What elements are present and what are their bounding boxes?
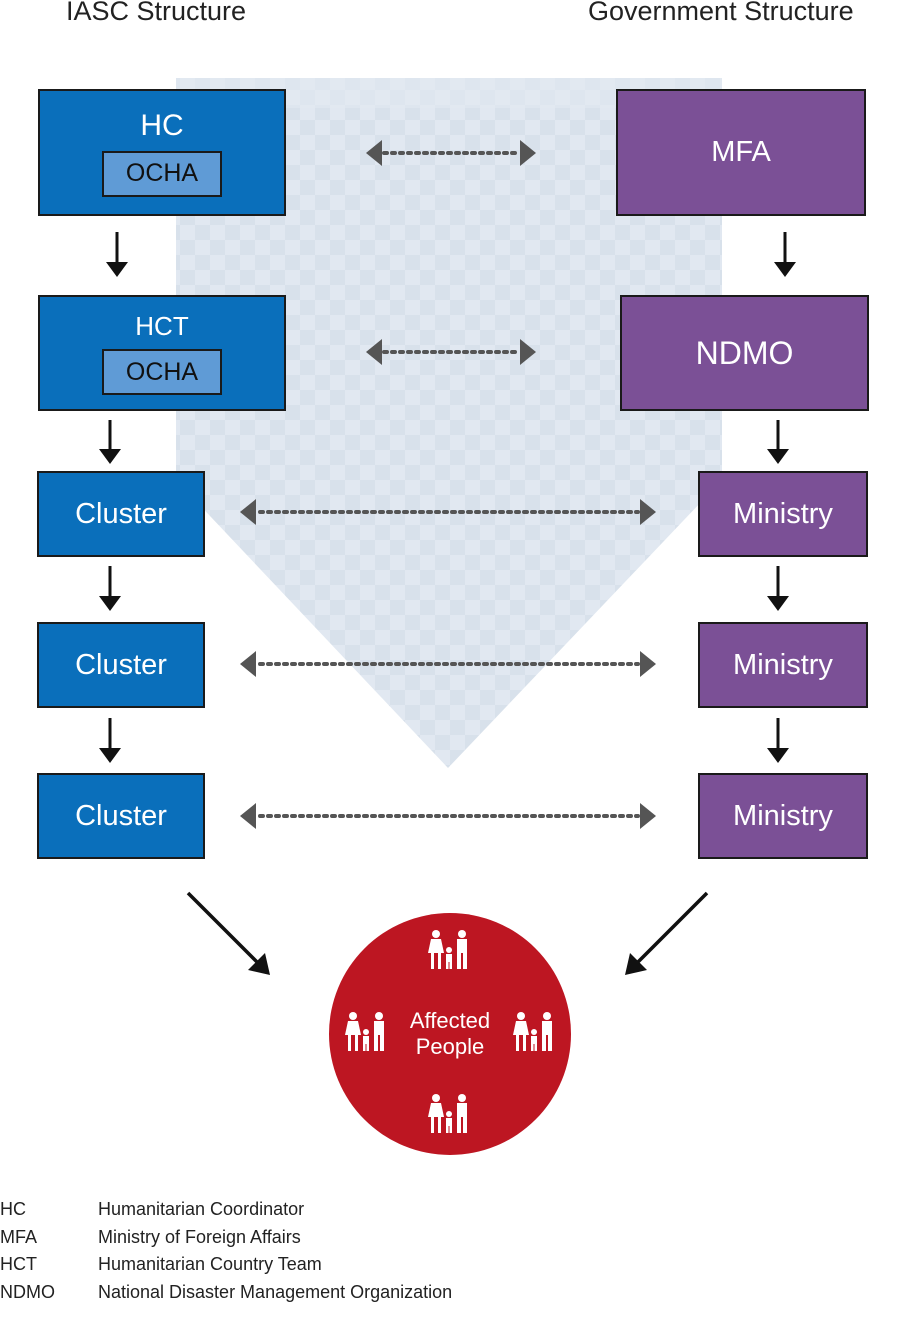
legend-desc: Humanitarian Country Team bbox=[98, 1254, 322, 1274]
government-down-arrows bbox=[767, 232, 796, 763]
family-icon-top bbox=[428, 930, 467, 969]
hc-box: HC OCHA bbox=[38, 89, 286, 216]
diagonal-arrows bbox=[186, 891, 709, 975]
connector-hct-ndmo bbox=[366, 339, 536, 365]
legend-abbr: MFA bbox=[0, 1227, 38, 1247]
legend-abbr: HC bbox=[0, 1199, 26, 1219]
background-chevron bbox=[176, 78, 722, 768]
ministry-label: Ministry bbox=[733, 497, 833, 530]
cluster-box-1: Cluster bbox=[37, 471, 205, 557]
affected-people-circle bbox=[329, 913, 571, 1155]
iasc-structure-heading: IASC Structure bbox=[66, 0, 247, 26]
mfa-box: MFA bbox=[616, 89, 866, 216]
government-structure-heading: Government Structure bbox=[588, 0, 854, 26]
family-icon-left bbox=[345, 1012, 384, 1051]
connector-cluster-ministry-2 bbox=[240, 651, 656, 677]
cluster-label: Cluster bbox=[75, 799, 167, 832]
affected-people-label: Affected People bbox=[380, 1008, 520, 1060]
ministry-box-3: Ministry bbox=[698, 773, 868, 859]
ndmo-label: NDMO bbox=[695, 334, 794, 371]
ministry-box-1: Ministry bbox=[698, 471, 868, 557]
cluster-label: Cluster bbox=[75, 497, 167, 530]
hc-title: HC bbox=[140, 108, 184, 142]
iasc-down-arrows bbox=[99, 232, 128, 763]
hct-ocha-box: OCHA bbox=[102, 349, 222, 395]
hc-ocha-box: OCHA bbox=[102, 150, 222, 197]
affected-line-1: Affected bbox=[409, 1008, 491, 1033]
ministry-box-2: Ministry bbox=[698, 622, 868, 708]
ministry-label: Ministry bbox=[733, 648, 833, 681]
connector-cluster-ministry-1 bbox=[240, 499, 656, 525]
legend-abbr: HCT bbox=[0, 1254, 37, 1274]
hct-box: HCT OCHA bbox=[38, 295, 286, 411]
ndmo-box: NDMO bbox=[620, 295, 869, 411]
connector-cluster-ministry-3 bbox=[240, 803, 656, 829]
cluster-label: Cluster bbox=[75, 648, 167, 681]
family-icon-bottom bbox=[428, 1094, 467, 1133]
connector-hc-mfa bbox=[366, 140, 536, 166]
ministry-label: Ministry bbox=[733, 799, 833, 832]
affected-line-2: People bbox=[415, 1034, 485, 1059]
legend-desc: Ministry of Foreign Affairs bbox=[98, 1227, 301, 1247]
hct-title: HCT bbox=[135, 311, 189, 341]
cluster-box-3: Cluster bbox=[37, 773, 205, 859]
family-icon-right bbox=[513, 1012, 552, 1051]
mfa-label: MFA bbox=[711, 136, 771, 168]
legend-desc: Humanitarian Coordinator bbox=[98, 1199, 305, 1219]
legend-abbr: NDMO bbox=[0, 1282, 55, 1302]
cluster-box-2: Cluster bbox=[37, 622, 205, 708]
legend-desc: National Disaster Management Organizatio… bbox=[98, 1282, 453, 1302]
